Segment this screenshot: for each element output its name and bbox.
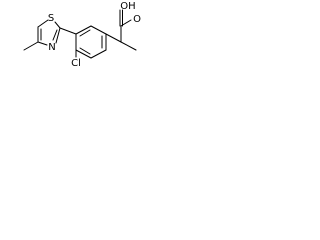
thiazole-c2-s-bond bbox=[54, 21, 61, 29]
benzene-bond-5 bbox=[90, 49, 107, 59]
carbonyl-oxygen-label: O bbox=[133, 14, 141, 25]
thiazole-n-c2-bond bbox=[55, 27, 61, 44]
benzene-double-inner-3 bbox=[79, 47, 91, 55]
methyl-bond bbox=[120, 41, 137, 51]
hydroxyl-label: OH bbox=[120, 1, 135, 12]
bond-lines bbox=[23, 9, 137, 59]
molecule-drawing: OH O Cl S N bbox=[23, 1, 141, 69]
thiazole-methyl-bond bbox=[23, 41, 39, 51]
acid-c-oh-bond bbox=[120, 19, 132, 27]
aryl-alpha-bond bbox=[105, 33, 122, 43]
benzene-double-inner-2 bbox=[79, 29, 91, 37]
chlorine-label: Cl bbox=[71, 58, 81, 69]
thiazole-c4-n-bond bbox=[37, 41, 48, 46]
benzene-bond-4 bbox=[75, 49, 92, 59]
thiazole-sulfur-label: S bbox=[48, 13, 54, 24]
benzene-bond-2 bbox=[75, 25, 92, 35]
benzene-bond-1 bbox=[90, 25, 107, 35]
aryl-thiazole-bond bbox=[59, 27, 77, 35]
thiazole-n-c2-double bbox=[52, 29, 58, 41]
structure-diagram: OH O Cl S N bbox=[0, 0, 162, 83]
thiazole-nitrogen-label: N bbox=[48, 42, 55, 53]
thiazole-s-c5-bond bbox=[37, 19, 49, 28]
